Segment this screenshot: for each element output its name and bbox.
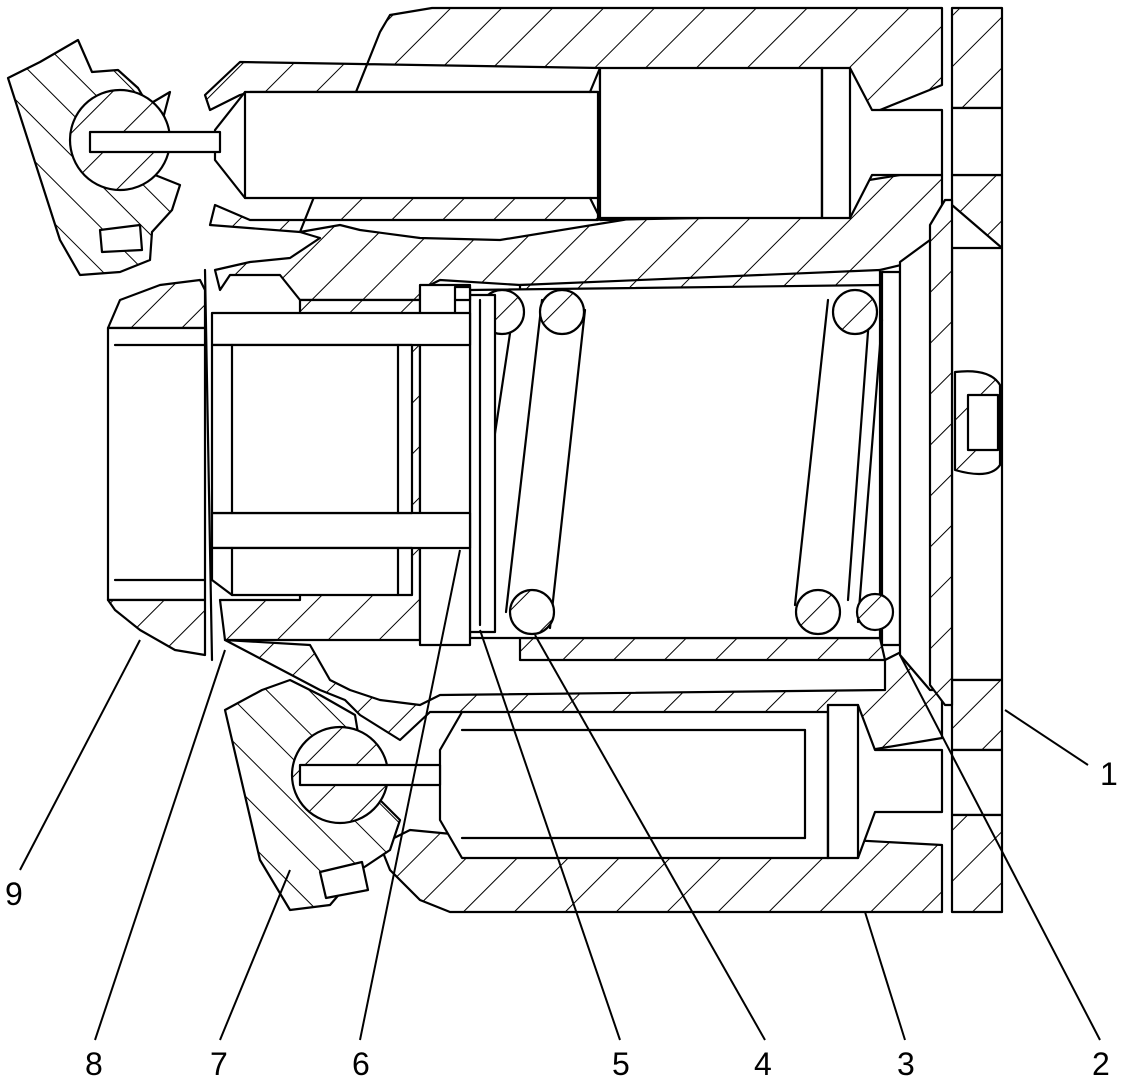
- leader-2: [899, 654, 1101, 1041]
- callout-9: 9: [5, 876, 23, 912]
- left-end-cap: [106, 268, 214, 662]
- callout-5: 5: [612, 1046, 630, 1082]
- upper-ball-joint: [6, 38, 222, 277]
- callout-1: 1: [1100, 756, 1118, 792]
- callout-6: 6: [352, 1046, 370, 1082]
- spring-seat-washer: [468, 293, 497, 634]
- callout-8: 8: [85, 1046, 103, 1082]
- end-cover-plate: [950, 6, 1004, 914]
- leader-8: [94, 649, 226, 1041]
- leader-4: [534, 634, 766, 1041]
- leader-5: [479, 629, 621, 1041]
- callout-7: 7: [210, 1046, 228, 1082]
- leader-9: [19, 639, 141, 871]
- leader-7: [219, 869, 291, 1041]
- callout-4: 4: [754, 1046, 772, 1082]
- lower-ball-joint: [223, 678, 442, 912]
- callout-labels: 1 2 3 4 5 6 7 8 9: [5, 756, 1118, 1082]
- leader-3: [864, 911, 906, 1041]
- piston: [210, 283, 472, 647]
- callout-2: 2: [1092, 1046, 1110, 1082]
- leader-6: [359, 549, 461, 1041]
- callout-3: 3: [897, 1046, 915, 1082]
- spring-chamber: [468, 283, 882, 640]
- housing-body: [203, 6, 944, 914]
- leader-lines: [19, 549, 1101, 1041]
- seal-plate: [880, 198, 954, 707]
- leader-1: [1004, 709, 1089, 766]
